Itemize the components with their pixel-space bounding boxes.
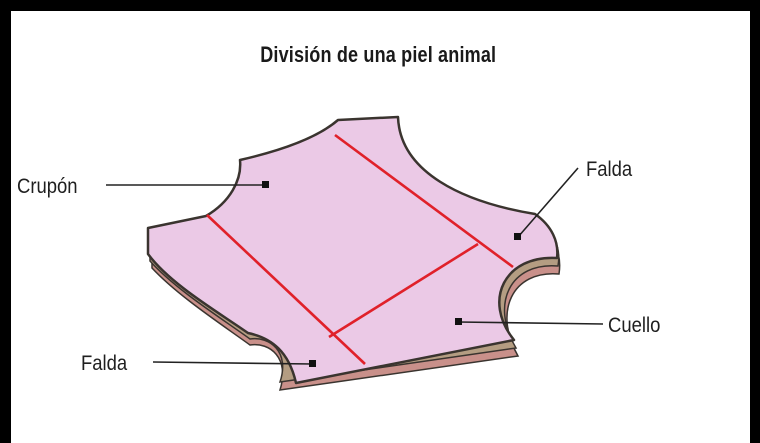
- leader-line-falda-top: [517, 167, 579, 238]
- region-markers: [262, 181, 521, 367]
- division-lines: [206, 133, 514, 365]
- marker-falda-top: [514, 233, 521, 240]
- marker-cuello: [455, 318, 462, 325]
- leader-line-falda-bottom: [152, 361, 314, 365]
- label-cuello: Cuello: [608, 314, 660, 337]
- diagram-title: División de una piel animal: [260, 42, 497, 67]
- label-crupon: Crupón: [17, 175, 78, 198]
- leader-lines: [106, 167, 604, 365]
- division-line-middle: [328, 242, 479, 339]
- label-falda-bottom: Falda: [81, 352, 127, 375]
- division-line-left: [206, 214, 366, 365]
- leader-line-cuello: [457, 321, 604, 325]
- hide-surface: [146, 115, 559, 385]
- label-falda-top: Falda: [586, 158, 632, 181]
- marker-falda-bottom: [309, 360, 316, 367]
- division-line-top: [334, 133, 514, 269]
- marker-crupon: [262, 181, 269, 188]
